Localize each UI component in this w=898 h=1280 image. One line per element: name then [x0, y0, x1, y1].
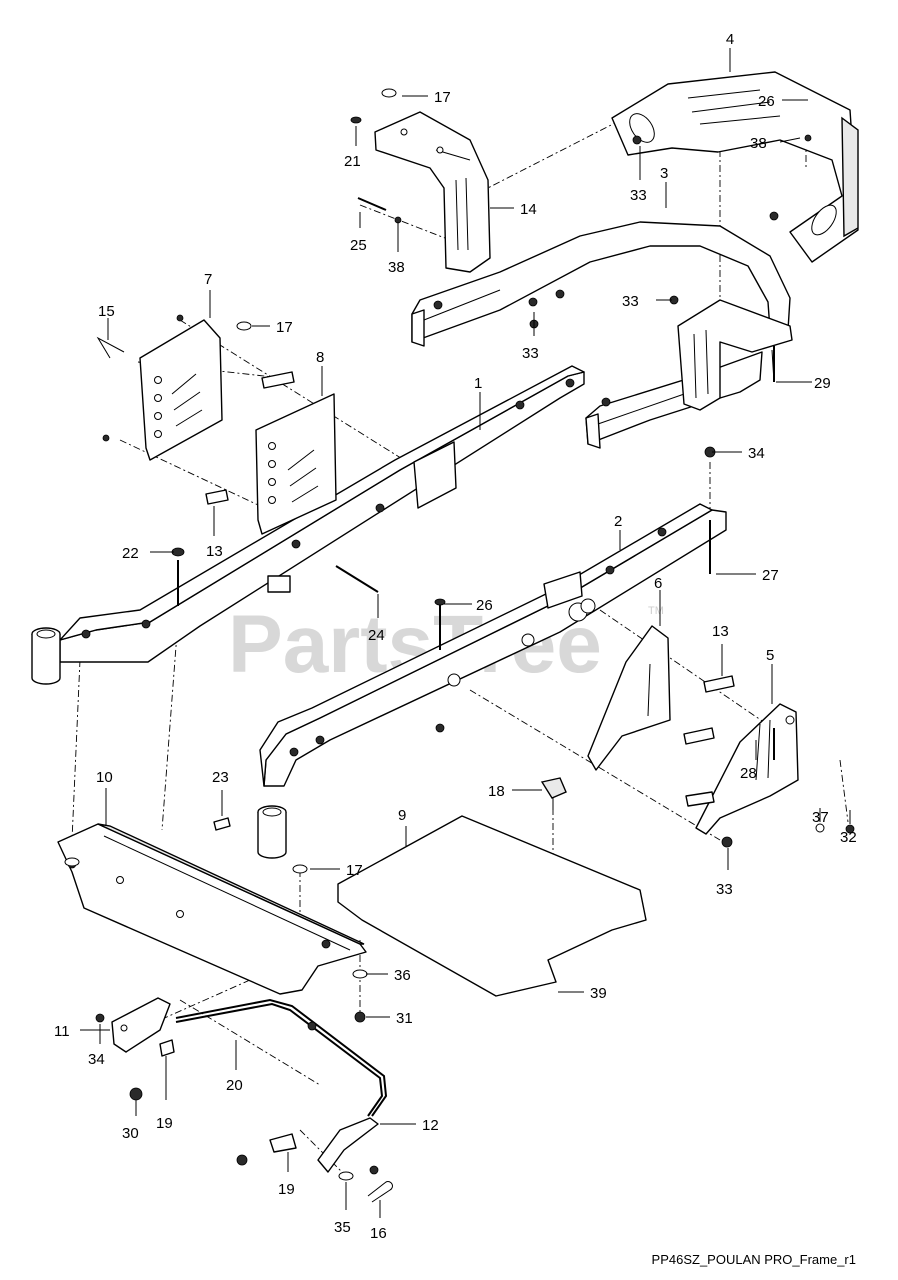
- part-2-right-frame-rail[interactable]: [259, 503, 727, 787]
- callout-30: 30: [122, 1125, 139, 1142]
- callout-4: 4: [726, 31, 734, 48]
- part-29-bracket[interactable]: [677, 299, 793, 411]
- part-14-bracket[interactable]: [374, 111, 491, 273]
- part-8-hanger-plate[interactable]: [255, 393, 337, 535]
- callout-31: 31: [396, 1010, 413, 1027]
- callout-1: 1: [474, 375, 482, 392]
- callout-13-left: 13: [206, 543, 223, 560]
- callout-19-bottom: 19: [278, 1181, 295, 1198]
- part-20-linkage-rod[interactable]: [175, 998, 388, 1117]
- part-4-rear-shroud[interactable]: [611, 71, 859, 263]
- callout-25: 25: [350, 237, 367, 254]
- part-10-front-cross-member[interactable]: [57, 823, 367, 995]
- callout-3: 3: [660, 165, 668, 182]
- callout-23: 23: [212, 769, 229, 786]
- callout-17-bottom: 17: [346, 862, 363, 879]
- callout-18: 18: [488, 783, 505, 800]
- callout-12: 12: [422, 1117, 439, 1134]
- callout-11: 11: [54, 1023, 70, 1040]
- callout-9: 9: [398, 807, 406, 824]
- callout-17-left: 17: [276, 319, 293, 336]
- callout-35: 35: [334, 1219, 351, 1236]
- callout-36: 36: [394, 967, 411, 984]
- callout-8: 8: [316, 349, 324, 366]
- callout-39: 39: [590, 985, 607, 1002]
- callout-28: 28: [740, 765, 757, 782]
- part-9-floor-plate[interactable]: [337, 815, 647, 997]
- callout-2: 2: [614, 513, 622, 530]
- callout-38-top: 38: [750, 135, 767, 152]
- part-1-front-post[interactable]: [31, 627, 61, 685]
- callout-33-center: 33: [522, 345, 539, 362]
- callout-20: 20: [226, 1077, 243, 1094]
- callout-27: 27: [762, 567, 779, 584]
- callout-7: 7: [204, 271, 212, 288]
- callout-32: 32: [840, 829, 857, 846]
- callout-10: 10: [96, 769, 113, 786]
- callout-17-top: 17: [434, 89, 451, 106]
- part-11-bracket[interactable]: [111, 997, 171, 1053]
- callout-33-bottom: 33: [716, 881, 733, 898]
- part-6-hanger-plate[interactable]: [587, 625, 671, 771]
- part-12-bracket[interactable]: [317, 1117, 379, 1173]
- callout-29: 29: [814, 375, 831, 392]
- callout-21: 21: [344, 153, 361, 170]
- watermark-trademark: TM: [648, 605, 664, 617]
- callout-19-left: 19: [156, 1115, 173, 1132]
- callout-16: 16: [370, 1225, 387, 1242]
- callout-14: 14: [520, 201, 537, 218]
- part-5-hanger-plate[interactable]: [695, 703, 799, 835]
- callout-26-top: 26: [758, 93, 775, 110]
- callout-22: 22: [122, 545, 139, 562]
- callouts: 4 17 26 38 21 33 3 14 25 38 33 33 29 7 1…: [54, 31, 857, 1242]
- part-7-hanger-plate[interactable]: [139, 319, 223, 461]
- part-18-knob[interactable]: [540, 777, 567, 810]
- callout-37: 37: [812, 809, 829, 826]
- callout-5: 5: [766, 647, 774, 664]
- callout-34-top: 34: [748, 445, 765, 462]
- callout-33-rear: 33: [622, 293, 639, 310]
- callout-6: 6: [654, 575, 662, 592]
- hardware: [64, 88, 855, 1203]
- callout-34-bottom: 34: [88, 1051, 105, 1068]
- callout-26-center: 26: [476, 597, 493, 614]
- part-2-front-post[interactable]: [257, 805, 287, 859]
- callout-38-left: 38: [388, 259, 405, 276]
- callout-13-right: 13: [712, 623, 729, 640]
- diagram-caption: PP46SZ_POULAN PRO_Frame_r1: [652, 1252, 856, 1267]
- callout-33-shroud: 33: [630, 187, 647, 204]
- callout-24: 24: [368, 627, 385, 644]
- callout-15: 15: [98, 303, 115, 320]
